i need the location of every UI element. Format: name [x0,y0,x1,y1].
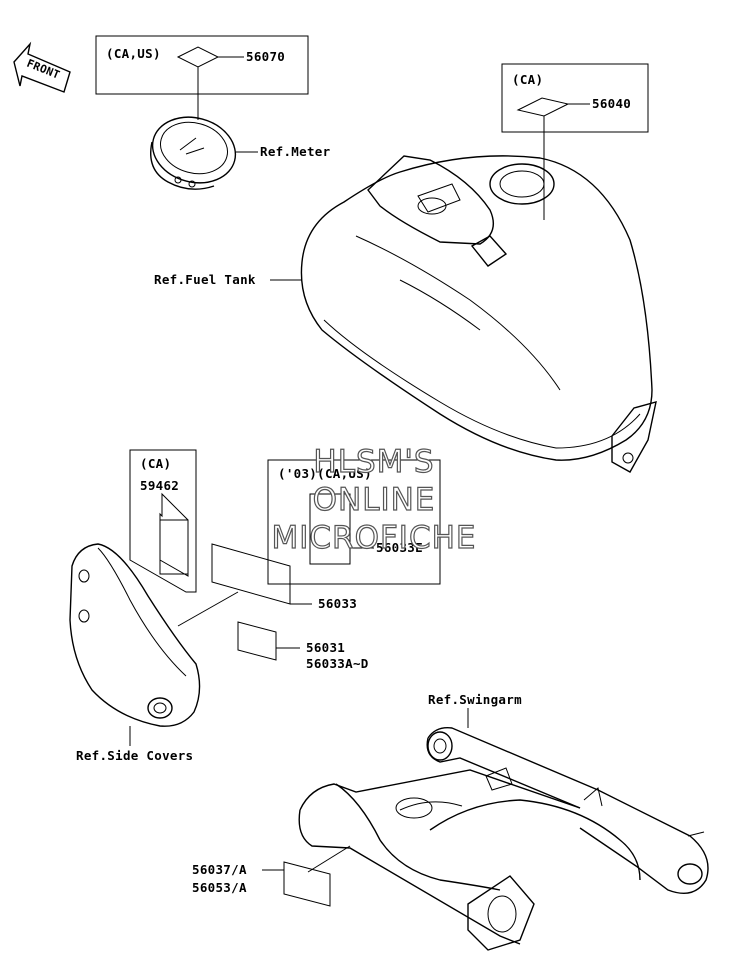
fuel-tank-icon [270,155,657,473]
part-56033: 56033 [318,596,357,611]
watermark-line2: ONLINE [313,482,436,518]
part-56033ad: 56033A~D [306,656,369,671]
swingarm-icon [298,708,709,951]
swingarm-decal [262,861,331,907]
watermark-line3: MICROFICHE [272,520,477,556]
part-56070: 56070 [246,49,285,64]
ca-left-label: (CA) [140,456,171,471]
meter-icon [150,116,258,190]
year-ca-callout: ('03)(CA,US) 56033E [267,459,441,585]
ref-meter-label: Ref.Meter [260,144,331,159]
ref-fuel-tank-label: Ref.Fuel Tank [154,272,256,287]
side-cover-icon [69,543,201,746]
ca-left-callout: (CA) 59462 [129,449,197,593]
meter-callout: (CA,US) 56070 [95,35,309,120]
part-59462: 59462 [140,478,179,493]
watermark: HLSM'S ONLINE MICROFICHE [271,443,477,556]
part-56031: 56031 [306,640,345,655]
watermark-line1: HLSM'S [313,444,434,480]
part-56033e: 56033E [376,540,423,555]
year-ca-label: ('03)(CA,US) [278,466,372,481]
side-cover-decals [177,543,312,661]
ref-swingarm-label: Ref.Swingarm [428,692,522,707]
part-56053a: 56053/A [192,880,247,895]
ca-us-label: (CA,US) [106,46,161,61]
front-arrow-icon: FRONT [13,41,71,93]
part-56040: 56040 [592,96,631,111]
part-56037a: 56037/A [192,862,247,877]
fuel-tank-callout: (CA) 56040 [501,63,649,220]
ref-side-covers-label: Ref.Side Covers [76,748,193,763]
ca-top-label: (CA) [512,72,543,87]
